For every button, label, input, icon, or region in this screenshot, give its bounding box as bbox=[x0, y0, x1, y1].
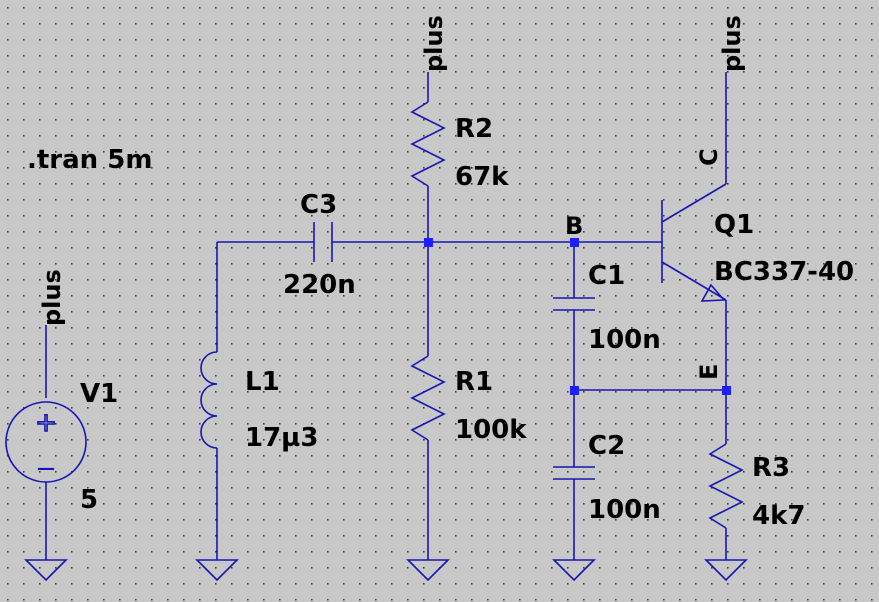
l1-ref: L1 bbox=[245, 367, 280, 397]
v1-source[interactable]: + − plus V1 5 bbox=[5, 269, 118, 582]
inductor-icon bbox=[200, 351, 218, 449]
net-label-emitter: E bbox=[695, 364, 723, 380]
c1-value: 100n bbox=[588, 325, 661, 355]
q1-transistor[interactable]: plus C Q1 BC337-40 bbox=[661, 15, 854, 390]
resistor-icon bbox=[708, 443, 744, 529]
v1-minus-sign: − bbox=[35, 454, 57, 484]
c2-capacitor[interactable]: C2 100n bbox=[552, 390, 661, 582]
q1-ref: Q1 bbox=[714, 210, 754, 240]
v1-supply-label: plus bbox=[38, 269, 66, 326]
ground-icon bbox=[406, 559, 450, 582]
q1-supply-label: plus bbox=[718, 15, 746, 72]
c1-ref: C1 bbox=[588, 261, 625, 291]
junction-dot bbox=[570, 238, 579, 247]
c3-ref: C3 bbox=[300, 190, 337, 220]
net-label-collector: C bbox=[695, 148, 723, 166]
l1-inductor[interactable]: L1 17µ3 bbox=[195, 242, 318, 582]
junction-dot bbox=[424, 238, 433, 247]
c3-value: 220n bbox=[283, 270, 356, 300]
r2-resistor[interactable]: plus R2 67k bbox=[410, 15, 509, 242]
ground-icon bbox=[24, 559, 68, 582]
r3-ref: R3 bbox=[752, 453, 790, 483]
r2-ref: R2 bbox=[455, 114, 493, 144]
r3-value: 4k7 bbox=[752, 501, 805, 531]
r1-value: 100k bbox=[455, 415, 527, 445]
c2-ref: C2 bbox=[588, 431, 625, 461]
resistor-icon bbox=[410, 101, 446, 187]
resistor-icon bbox=[410, 355, 446, 441]
l1-value: 17µ3 bbox=[245, 423, 318, 453]
ground-icon bbox=[704, 559, 748, 582]
c2-value: 100n bbox=[588, 495, 661, 525]
ground-icon bbox=[552, 559, 596, 582]
v1-ref: V1 bbox=[80, 379, 118, 409]
r1-ref: R1 bbox=[455, 367, 493, 397]
ground-icon bbox=[195, 559, 239, 582]
r1-resistor[interactable]: R1 100k bbox=[406, 242, 527, 582]
c3-capacitor[interactable]: C3 220n bbox=[283, 190, 356, 300]
r2-value: 67k bbox=[455, 162, 509, 192]
r3-resistor[interactable]: R3 4k7 bbox=[704, 390, 805, 582]
spice-directive: .tran 5m bbox=[27, 145, 152, 175]
junction-dot bbox=[722, 386, 731, 395]
junction-dot bbox=[570, 386, 579, 395]
v1-value: 5 bbox=[80, 485, 98, 515]
net-label-base: B bbox=[565, 212, 583, 240]
r2-supply-label: plus bbox=[420, 15, 448, 72]
v1-plus-sign: + bbox=[35, 408, 57, 438]
c1-capacitor[interactable]: C1 100n bbox=[553, 242, 661, 390]
q1-value: BC337-40 bbox=[714, 257, 854, 287]
